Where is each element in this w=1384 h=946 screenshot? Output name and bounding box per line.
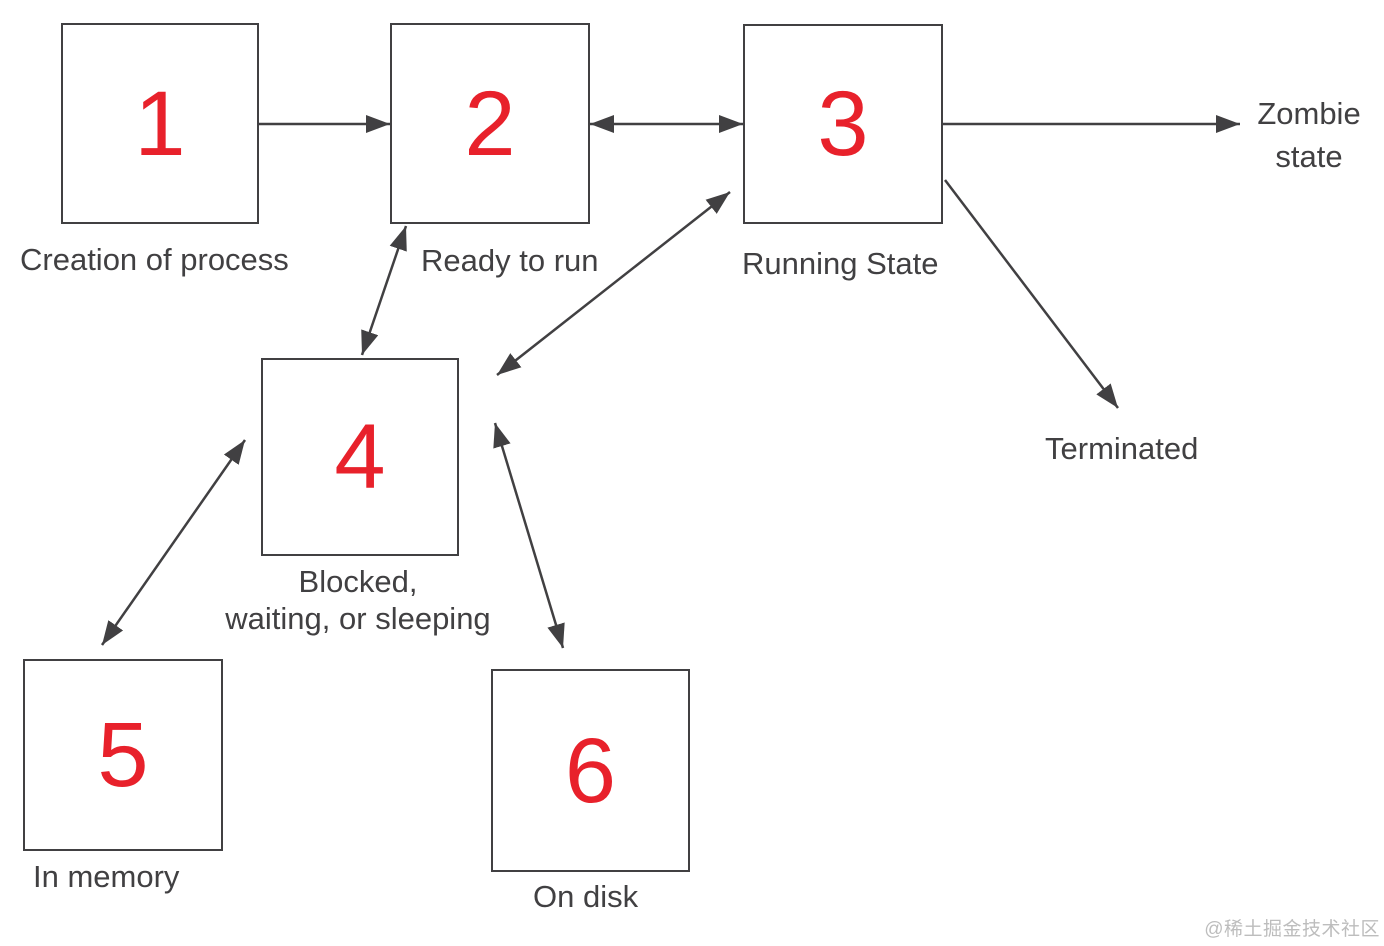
label-line: state xyxy=(1275,139,1343,174)
state-number-4: 4 xyxy=(334,406,386,508)
state-box-4: 4 xyxy=(261,358,459,556)
state-box-2: 2 xyxy=(390,23,590,224)
label-in-memory: In memory xyxy=(33,859,180,894)
label-on-disk: On disk xyxy=(533,879,639,914)
state-number-5: 5 xyxy=(97,704,149,806)
label-line: waiting, or sleeping xyxy=(225,601,491,636)
state-box-6: 6 xyxy=(491,669,690,872)
state-box-1: 1 xyxy=(61,23,259,224)
label-terminated: Terminated xyxy=(1045,431,1199,466)
state-number-3: 3 xyxy=(817,73,869,175)
label-blocked-waiting-sleeping: Blocked, waiting, or sleeping xyxy=(158,563,558,637)
state-box-3: 3 xyxy=(743,24,943,224)
arrow-2-to-4 xyxy=(360,225,408,356)
arrow-4-to-6 xyxy=(493,422,565,649)
state-number-1: 1 xyxy=(134,72,186,175)
label-line: Zombie xyxy=(1257,96,1361,131)
watermark: @稀土掘金技术社区 xyxy=(1204,919,1380,940)
label-zombie-state: Zombie state xyxy=(1244,92,1374,178)
state-number-6: 6 xyxy=(564,719,617,822)
arrow-3-to-4 xyxy=(496,191,731,376)
arrow-4-to-5 xyxy=(100,439,247,646)
state-number-2: 2 xyxy=(464,72,516,175)
label-creation-of-process: Creation of process xyxy=(20,242,289,277)
label-running-state: Running State xyxy=(742,246,939,281)
arrow-3-to-terminated xyxy=(944,179,1119,409)
state-box-5: 5 xyxy=(23,659,223,851)
label-ready-to-run: Ready to run xyxy=(421,243,599,278)
label-line: Blocked, xyxy=(298,564,418,599)
